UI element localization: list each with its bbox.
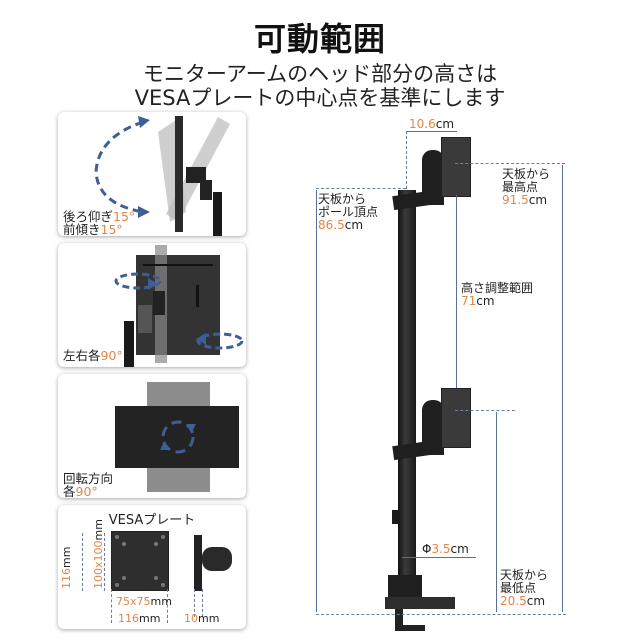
tilt-forward-label: 前傾き [63, 222, 101, 236]
pole [398, 190, 416, 585]
clamp-bottom [395, 625, 425, 631]
subtitle-line-2: VESAプレートの中心点を基準にします [134, 86, 506, 110]
vesa-height-inner-value: 100x100 [92, 540, 105, 589]
vesa-height-outer: 116mm [60, 547, 73, 589]
arm-reach-unit: cm [435, 117, 455, 131]
clamp-plate [385, 597, 455, 609]
arm-reach-value: 10.6 [409, 117, 436, 131]
min-height-line1: 天板から [500, 568, 549, 582]
subtitle-line-1: モニターアームのヘッド部分の高さは [142, 62, 498, 86]
pole-diameter-unit: cm [450, 542, 469, 556]
vesa-depth-unit: mm [198, 612, 220, 625]
landscape-monitor [115, 406, 239, 468]
adjust-range-line1: 高さ調整範囲 [461, 281, 534, 295]
vesa-width-unit: mm [139, 612, 161, 625]
diameter-line [402, 557, 476, 558]
vesa-width: 116mm [118, 612, 160, 625]
pole-top-line2: ポール頂点 [318, 205, 379, 219]
vesa-inner-value: 75x75 [116, 595, 151, 608]
arm-side [202, 547, 232, 571]
max-height-line [562, 165, 563, 612]
clamp-screw [395, 609, 403, 631]
max-height-line1: 天板から [502, 167, 551, 181]
vesa-inner: 75x75mm [116, 595, 172, 608]
vesa-height-outer-value: 116 [60, 568, 73, 589]
swivel-panel: 左右各90° [58, 243, 246, 367]
adjust-range-unit: cm [476, 294, 495, 308]
vesa-title: VESAプレート [108, 513, 196, 528]
vesa-height-inner-unit: mm [92, 519, 105, 541]
vesa-depth: 10mm [184, 612, 219, 625]
desk-line [316, 614, 566, 615]
min-height-line [496, 412, 497, 612]
tilt-panel: 後ろ仰ぎ15° 前傾き15° [58, 112, 246, 236]
vesa-height-inner: 100x100mm [92, 519, 105, 589]
rotation-value: 90° [75, 484, 98, 498]
arm-reach-label: 10.6cm [409, 118, 454, 131]
max-height-value: 91.5 [502, 193, 529, 207]
pole-top-label: 天板から ポール頂点 86.5cm [318, 193, 378, 232]
min-height-line2: 最低点 [500, 581, 537, 595]
pole-diameter-value: 3.5 [431, 542, 451, 556]
pole-height-line [316, 190, 317, 612]
swivel-value: 90° [100, 348, 123, 363]
swivel-text: 左右各 [63, 348, 101, 363]
pole-top-guide [316, 188, 406, 189]
pole-top-line1: 天板から [318, 192, 367, 206]
max-height-guide [455, 163, 565, 164]
max-height-label: 天板から 最高点 91.5cm [502, 168, 550, 207]
vesa-plate-front [111, 531, 169, 591]
upper-arm-joint [422, 150, 444, 205]
min-height-unit: cm [526, 594, 546, 608]
reach-guide-left [406, 131, 407, 189]
pole-diameter-label: Φ3.5cm [422, 543, 469, 556]
swivel-arrow-icon [114, 245, 244, 367]
page-title: 可動範囲 [253, 20, 386, 58]
tilt-arrow-icon [94, 116, 230, 236]
tilt-forward-value: 15° [100, 222, 123, 236]
max-height-unit: cm [528, 193, 548, 207]
upper-vesa-plate [441, 137, 471, 197]
vesa-panel: VESAプレート 116mm 100x100mm 75x75mm 116mm 1… [58, 505, 246, 629]
adjust-range-line [456, 195, 457, 388]
swivel-label: 左右各90° [63, 349, 123, 362]
adjust-range-label: 高さ調整範囲 71cm [461, 282, 533, 308]
min-center-guide [455, 410, 515, 411]
max-height-line2: 最高点 [502, 180, 539, 194]
pole-clip [392, 510, 400, 524]
diameter-symbol: Φ [422, 542, 432, 556]
reach-line [407, 131, 457, 132]
adjust-range-value: 71 [461, 294, 477, 308]
lower-arm-joint [422, 400, 444, 455]
rotation-each: 各 [63, 484, 76, 498]
min-height-value: 20.5 [500, 594, 527, 608]
vesa-width-value: 116 [118, 612, 139, 625]
min-height-label: 天板から 最低点 20.5cm [500, 569, 548, 608]
vesa-plate-side [194, 535, 202, 591]
rotation-text: 回転方向 [63, 471, 114, 486]
vesa-inner-unit: mm [150, 595, 172, 608]
lower-vesa-plate [441, 388, 471, 448]
tilt-back-label: 後ろ仰ぎ [63, 209, 114, 224]
tilt-label: 後ろ仰ぎ15° 前傾き15° [63, 210, 135, 236]
pole-top-value: 86.5 [318, 218, 345, 232]
vesa-height-outer-unit: mm [60, 546, 73, 568]
tilt-back-value: 15° [113, 209, 136, 224]
vesa-depth-value: 10 [184, 612, 198, 625]
rotate-arrow-icon [160, 420, 196, 454]
rotation-label: 回転方向 各90° [63, 472, 113, 498]
rotation-panel: 回転方向 各90° [58, 374, 246, 498]
pole-top-unit: cm [344, 218, 364, 232]
